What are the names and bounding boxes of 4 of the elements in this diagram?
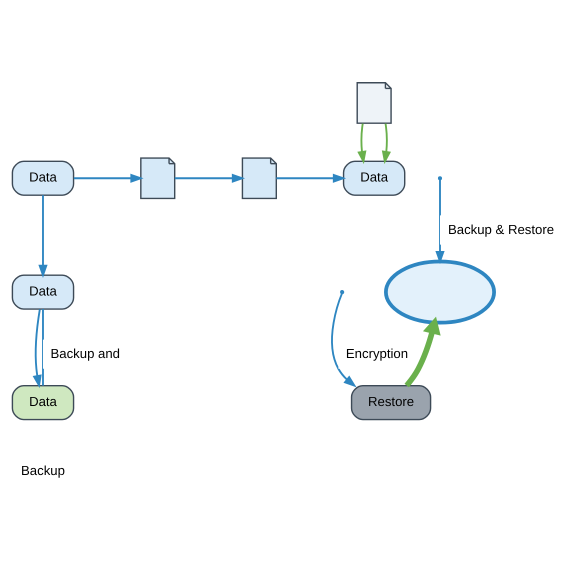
edge-label: Backup & Restore [448,221,554,236]
edge-label: Backup and [50,346,120,361]
label: Backup [21,462,65,478]
edge-label: Encryption [346,346,408,361]
